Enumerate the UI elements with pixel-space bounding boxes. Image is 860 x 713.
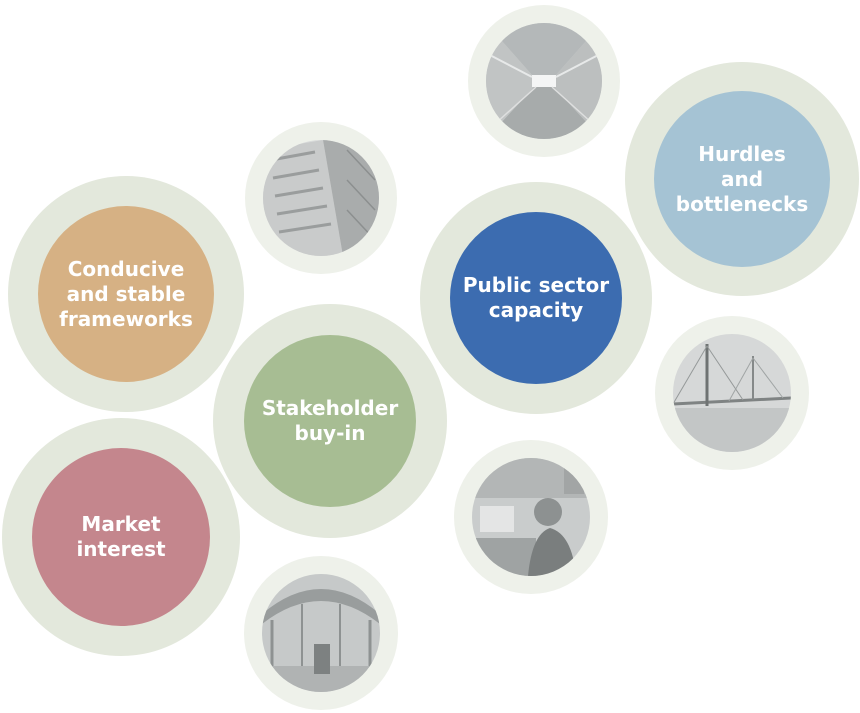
hurdles-label-line-2: and	[720, 166, 764, 191]
hurdles-bottlenecks-ring: Hurdles and bottlenecks	[625, 62, 859, 296]
bridge-photo	[673, 334, 791, 452]
market-label-line-1: Market	[81, 512, 161, 536]
stakeholder-buyin-bubble: Stakeholder buy-in	[244, 335, 416, 507]
conducive-label-line-2: and stable	[66, 281, 186, 306]
market-label-line-2: interest	[76, 537, 166, 561]
conducive-frameworks-bubble: Conducive and stable frameworks	[38, 206, 214, 382]
tunnel-photo-ring	[468, 5, 620, 157]
public-sector-label-line-2: capacity	[488, 298, 584, 322]
tunnel-photo	[486, 23, 602, 139]
train-station-photo-ring	[244, 556, 398, 710]
stakeholder-buyin-ring: Stakeholder buy-in	[213, 304, 447, 538]
stakeholder-label-line-2: buy-in	[294, 421, 366, 445]
public-sector-capacity-ring: Public sector capacity	[420, 182, 652, 414]
conducive-frameworks-ring: Conducive and stable frameworks	[8, 176, 244, 412]
train-station-photo	[262, 574, 380, 692]
hurdles-bottlenecks-bubble: Hurdles and bottlenecks	[654, 91, 830, 267]
stakeholder-label-line-1: Stakeholder	[261, 396, 399, 420]
conducive-label-line-1: Conducive	[67, 256, 185, 281]
building-sign-photo	[263, 140, 379, 256]
public-sector-capacity-bubble: Public sector capacity	[450, 212, 622, 384]
office-worker-photo	[472, 458, 590, 576]
hurdles-label-line-3: bottlenecks	[675, 191, 809, 216]
public-sector-label-line-1: Public sector	[462, 273, 610, 297]
market-interest-bubble: Market interest	[32, 448, 210, 626]
hurdles-label-line-1: Hurdles	[698, 141, 786, 166]
bridge-photo-ring	[655, 316, 809, 470]
conducive-label-line-3: frameworks	[59, 306, 193, 331]
building-sign-photo-ring	[245, 122, 397, 274]
office-worker-photo-ring	[454, 440, 608, 594]
market-interest-ring: Market interest	[2, 418, 240, 656]
